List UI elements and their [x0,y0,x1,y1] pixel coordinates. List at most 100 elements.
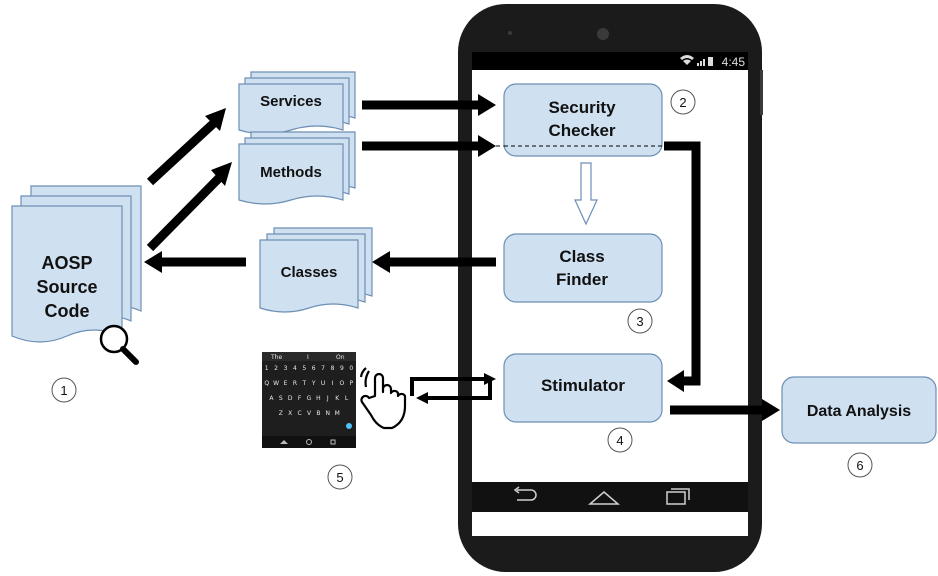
step-5-number: 5 [336,470,343,485]
methods-label: Methods [260,164,322,181]
step-4-badge: 4 [607,427,633,453]
kb-key-9: 9 [340,365,344,372]
kb-key-b: B [316,410,320,417]
step-1-number: 1 [60,383,67,398]
kb-key-d: D [288,395,293,402]
aosp-source-label: AOSP Source Code [36,253,97,321]
aosp-label-line-1: AOSP [41,253,92,273]
arrow-classes-to-aosp-head [144,251,162,273]
home-icon[interactable] [587,491,621,505]
kb-mic-icon [346,423,352,429]
kb-key-k: K [335,395,340,402]
kb-key-6: 6 [312,365,316,372]
arrow-aosp-to-methods-head [211,162,232,186]
kb-key-y: Y [311,380,316,387]
kb-key-0: 0 [349,365,353,372]
kb-key-m: M [335,410,340,417]
stimulator-box: Stimulator [503,353,663,423]
arrow-methods-to-checker-head [478,135,496,157]
kb-key-2: 2 [274,365,278,372]
arrow-aosp-to-methods [146,173,224,252]
kb-key-u: U [321,380,325,387]
kb-key-h: H [316,395,321,402]
kb-key-1: 1 [265,365,269,372]
data-analysis-label: Data Analysis [807,403,911,420]
kb-key-s: S [279,395,283,402]
kb-key-o: O [340,380,345,387]
kb-key-4: 4 [293,365,297,372]
classes-doc-stack [259,227,373,313]
signal-icon [697,59,705,66]
arrow-checker-to-finder [574,162,598,226]
classes-label: Classes [281,264,338,281]
security-checker-line-1: Security [548,98,616,117]
kb-key-g: G [307,395,312,402]
battery-icon [708,57,713,66]
arrow-checker-to-stimulator [664,141,701,386]
step-6-number: 6 [856,458,863,473]
kb-key-f: F [298,395,302,402]
kb-key-5: 5 [302,365,306,372]
aosp-source-doc-stack [11,185,142,343]
arrow-finder-to-classes-head [372,251,390,273]
arrow-services-to-checker-head [478,94,496,116]
recents-icon[interactable] [666,488,690,505]
kb-home-icon [306,439,312,445]
class-finder-line-2: Finder [556,270,608,289]
kb-key-x: X [288,410,292,417]
pointing-hand-icon [359,367,407,430]
kb-suggestion-1: The [270,354,282,361]
kb-key-t: T [301,380,306,387]
aosp-label-line-2: Source [36,277,97,297]
stimulator-label: Stimulator [541,376,625,395]
phone-side-button [760,70,763,115]
methods-doc-stack [238,131,356,205]
kb-key-q: Q [264,380,269,387]
status-bar [472,52,748,70]
arrow-stimulator-to-analysis-head [762,399,780,421]
back-icon[interactable] [513,486,537,501]
kb-recents-icon [330,439,336,445]
arrow-keyboard-stimulator-bidirectional [410,373,496,404]
kb-suggestion-3: On [336,354,345,361]
step-5-badge: 5 [327,464,353,490]
kb-key-r: R [293,380,297,387]
arrows [144,94,780,421]
kb-key-i: I [332,380,334,387]
kb-key-w: W [273,380,279,387]
step-4-number: 4 [616,433,623,448]
kb-key-j: J [326,395,329,402]
step-2-badge: 2 [670,89,696,115]
class-finder-box: Class Finder [503,233,663,303]
step-1-badge: 1 [51,377,77,403]
step-6-badge: 6 [847,452,873,478]
kb-key-n: N [326,410,331,417]
magnifier-icon [99,324,139,365]
kb-suggestion-2: I [307,354,309,361]
services-label: Services [260,93,322,110]
phone-sensor [508,31,512,35]
kb-back-icon [280,440,288,444]
step-3-badge: 3 [627,308,653,334]
data-analysis-box: Data Analysis [781,376,937,444]
status-time: 4:45 [722,55,746,69]
arrow-checker-to-stimulator-head [667,370,684,392]
kb-key-3: 3 [284,365,288,372]
kb-key-v: V [307,410,312,417]
step-3-number: 3 [636,314,643,329]
phone-camera [597,28,609,40]
class-finder-line-1: Class [559,247,604,266]
kb-key-8: 8 [331,365,335,372]
arrow-aosp-to-services-head [205,108,226,131]
kb-key-l: L [345,395,349,402]
security-checker-line-2: Checker [548,121,615,140]
kb-key-p: P [349,380,353,387]
kb-key-a: A [269,395,274,402]
kb-key-7: 7 [321,365,325,372]
step-2-number: 2 [679,95,686,110]
aosp-label-line-3: Code [45,301,90,321]
kb-key-z: Z [279,410,283,417]
